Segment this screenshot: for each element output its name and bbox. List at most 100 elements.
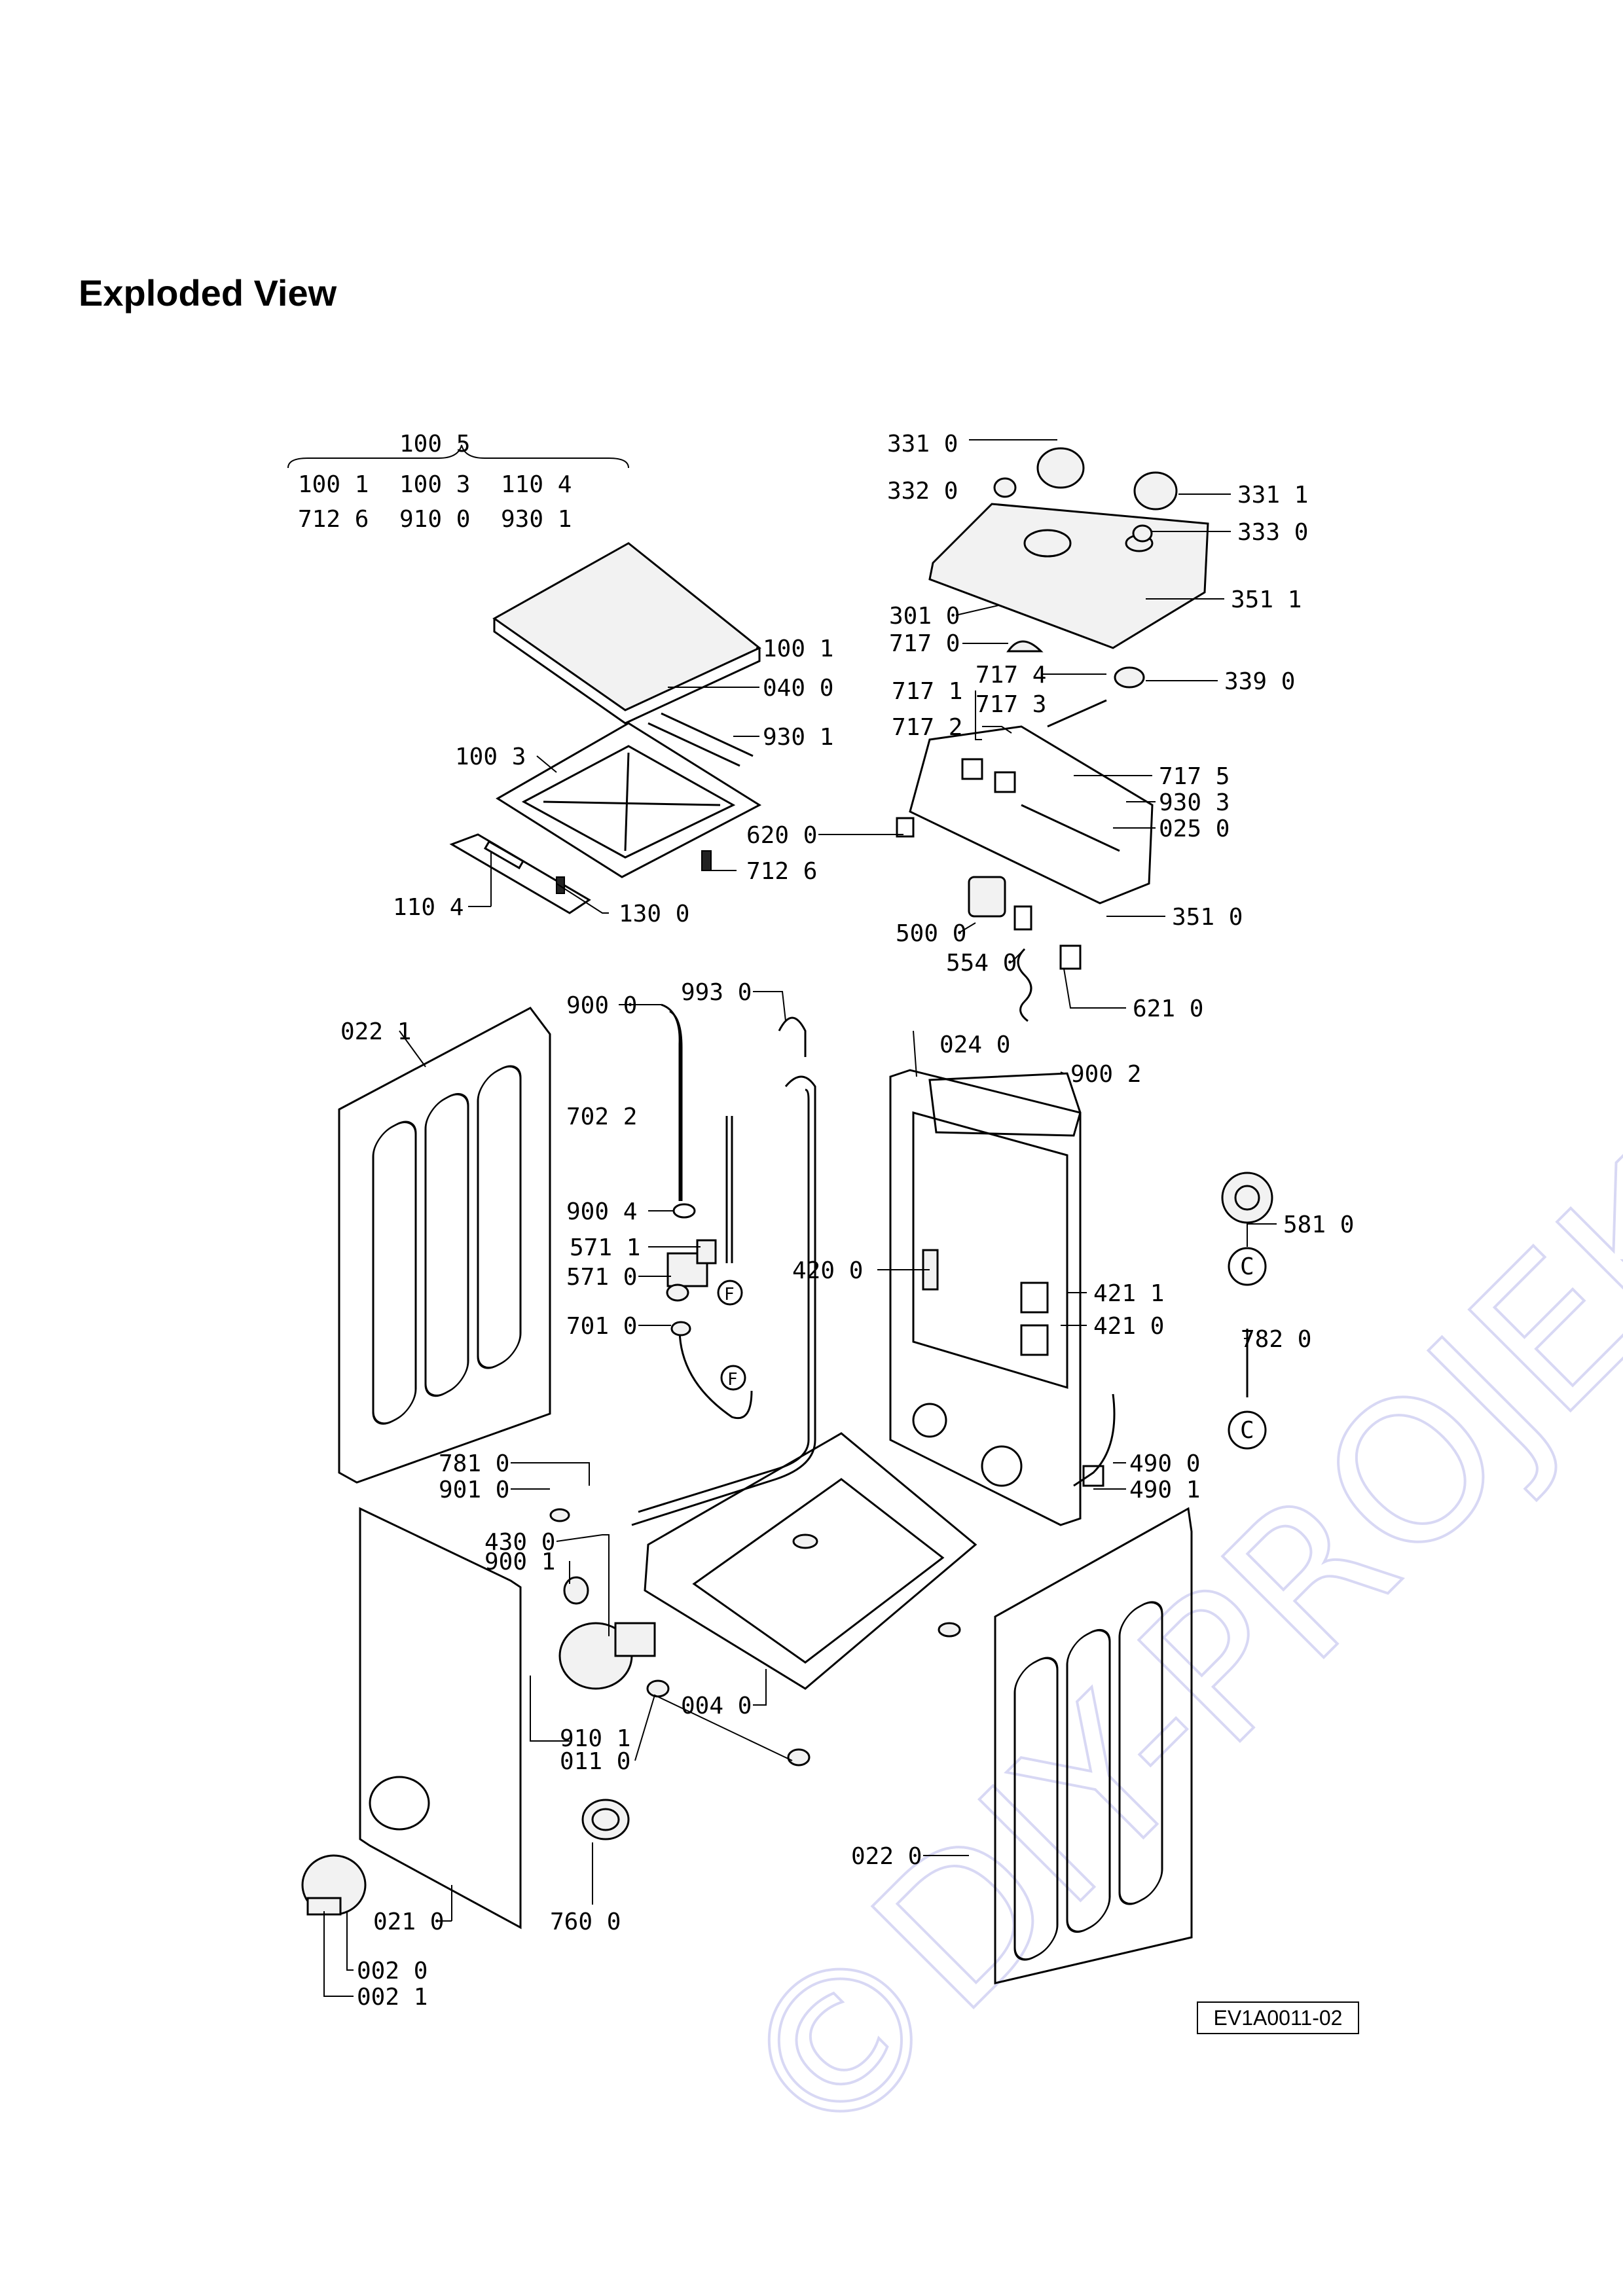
watermark: ©DIY-PROJEKT.cz xyxy=(693,866,1623,2193)
callout-label: 571 0 xyxy=(566,1264,637,1291)
knob-parts xyxy=(993,447,1178,689)
callout-label: 110 4 xyxy=(393,894,464,921)
callout-label: 339 0 xyxy=(1224,668,1295,695)
callout-label: 910 0 xyxy=(399,506,470,533)
filter-capacitor-part xyxy=(968,876,1006,918)
callout-label: 022 0 xyxy=(851,1843,922,1870)
inlet-hose-part xyxy=(661,1003,696,1219)
mains-cable-part xyxy=(1073,1393,1116,1487)
side-panel-left-part xyxy=(338,1007,551,1484)
callout-label: 351 1 xyxy=(1231,586,1302,613)
callout-label: 571 1 xyxy=(570,1234,640,1261)
lid-hinge-part xyxy=(556,850,712,894)
callout-label: 110 4 xyxy=(501,471,572,498)
top-frame-part xyxy=(496,712,762,878)
callout-label: 781 0 xyxy=(439,1450,509,1477)
callout-label: 351 0 xyxy=(1172,904,1243,931)
callout-label: 717 4 xyxy=(976,662,1046,689)
marker-f1: F xyxy=(724,1285,735,1304)
sump-hose-part xyxy=(670,1321,753,1419)
callout-label: 002 1 xyxy=(357,1984,428,2011)
pump-filter-part xyxy=(581,1799,630,1840)
callout-label: 100 3 xyxy=(399,471,470,498)
callout-label: 332 0 xyxy=(887,478,958,505)
callout-label: 554 0 xyxy=(946,950,1017,977)
mounting-clip-part xyxy=(896,817,915,838)
electronics-module-part xyxy=(909,699,1154,905)
callout-label: 024 0 xyxy=(939,1031,1010,1058)
callout-label: 430 0 xyxy=(484,1529,555,1556)
door-lock-part xyxy=(1221,1172,1273,1224)
callout-label: 002 0 xyxy=(357,1958,428,1984)
pump-part xyxy=(549,1508,656,1690)
pressure-tube-part xyxy=(725,1116,733,1263)
callout-label: 011 0 xyxy=(560,1748,630,1775)
callout-label: 712 6 xyxy=(746,858,817,885)
callout-label: 022 1 xyxy=(340,1018,411,1045)
base-frame-part xyxy=(644,1432,977,1690)
service-flap-part xyxy=(301,1854,367,1916)
drain-hose-part xyxy=(631,1016,816,1526)
callout-label: 900 0 xyxy=(566,992,637,1019)
callout-label: 712 6 xyxy=(298,506,369,533)
callout-label: 701 0 xyxy=(566,1313,637,1340)
callout-label: 421 1 xyxy=(1093,1280,1164,1307)
page-title: Exploded View xyxy=(79,272,337,314)
callout-label: 717 2 xyxy=(892,714,962,741)
top-rail-part xyxy=(928,1072,1082,1137)
callout-label: 930 3 xyxy=(1159,789,1230,816)
marker-c2: C xyxy=(1240,1417,1254,1444)
callout-label: 025 0 xyxy=(1159,816,1230,842)
lid-part xyxy=(492,542,761,725)
callout-label: 702 2 xyxy=(566,1103,637,1130)
callout-label: 993 0 xyxy=(681,979,752,1006)
callout-label: 331 1 xyxy=(1237,482,1308,509)
callout-label: 130 0 xyxy=(619,901,689,927)
callout-label: 331 0 xyxy=(887,431,958,457)
marker-c1: C xyxy=(1240,1253,1254,1280)
side-panel-right-part xyxy=(994,1507,1193,1984)
callout-label: 717 1 xyxy=(892,678,962,705)
callout-label: 490 1 xyxy=(1129,1477,1200,1503)
marker-f2: F xyxy=(727,1370,738,1390)
callout-label: 333 0 xyxy=(1237,519,1308,546)
callout-label: 040 0 xyxy=(763,675,833,702)
callout-label: 717 3 xyxy=(976,691,1046,718)
callout-label: 100 5 xyxy=(399,431,470,457)
callout-label: 021 0 xyxy=(373,1909,444,1935)
leader-lines xyxy=(287,439,1277,1997)
callout-label: 900 2 xyxy=(1070,1061,1141,1088)
callout-label: 930 1 xyxy=(763,724,833,751)
callout-label: 760 0 xyxy=(550,1909,621,1935)
callout-label: 717 5 xyxy=(1159,763,1230,790)
callout-label: 004 0 xyxy=(681,1693,752,1719)
callout-label: 100 3 xyxy=(455,744,526,770)
inlet-valve-part xyxy=(666,1239,717,1302)
front-panel-part xyxy=(359,1507,522,1929)
callout-label: 421 0 xyxy=(1093,1313,1164,1340)
callout-label: 420 0 xyxy=(792,1257,863,1284)
callout-label: 930 1 xyxy=(501,506,572,533)
callout-label: 782 0 xyxy=(1241,1326,1311,1353)
connection-markers: C C F F xyxy=(717,1247,1267,1450)
callout-label: 100 1 xyxy=(298,471,369,498)
feet-parts xyxy=(646,1679,811,1767)
callout-label: 900 4 xyxy=(566,1198,637,1225)
control-panel-part xyxy=(928,503,1209,649)
callout-label: 500 0 xyxy=(896,920,966,947)
callout-label: 100 1 xyxy=(763,636,833,662)
callout-label: 581 0 xyxy=(1283,1211,1354,1238)
callout-label: 901 0 xyxy=(439,1477,509,1503)
callout-label: 620 0 xyxy=(746,822,817,849)
callout-label: 910 1 xyxy=(560,1725,630,1752)
callout-labels: 100 5 100 1 100 3 110 4 712 6 910 0 930 … xyxy=(298,431,1354,2011)
callout-label: 717 0 xyxy=(889,630,960,657)
rear-panel-part xyxy=(889,1069,1082,1526)
callout-label: 900 1 xyxy=(484,1549,555,1575)
callout-label: 621 0 xyxy=(1133,996,1203,1022)
callout-label: 490 0 xyxy=(1129,1450,1200,1477)
front-trim-part xyxy=(449,833,591,914)
callout-label: 301 0 xyxy=(889,603,960,630)
drawing-code-box: EV1A0011-02 xyxy=(1197,2001,1359,2034)
